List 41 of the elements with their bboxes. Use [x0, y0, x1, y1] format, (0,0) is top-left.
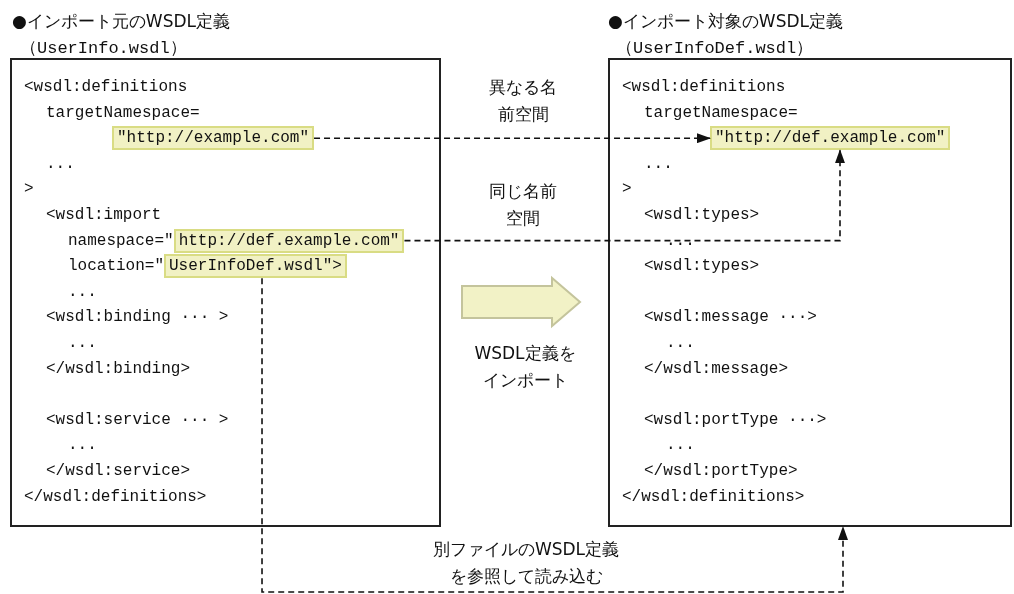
code-text: </wsdl:service>: [46, 462, 191, 480]
code-text: </wsdl:binding>: [46, 359, 191, 378]
highlighted-value: http://def.example.com": [173, 228, 405, 253]
code-text: location=": [68, 257, 164, 276]
code-text: >: [24, 180, 34, 199]
code-text: ...: [666, 436, 695, 455]
code-text: <wsdl:message ···>: [644, 308, 817, 327]
code-text: <wsdl:definitions: [24, 78, 188, 96]
code-text: ...: [46, 154, 75, 173]
code-text: targetNamespace=: [46, 103, 200, 122]
highlighted-value: "http://example.com": [112, 126, 315, 151]
code-text: <wsdl:portType ···>: [644, 410, 827, 429]
code-text: ...: [666, 334, 695, 352]
code-text: <wsdl:import: [46, 206, 162, 224]
code-text: </wsdl:definitions>: [622, 487, 805, 506]
block-arrow: [461, 275, 582, 329]
code-text: ...: [666, 231, 695, 250]
code-text: </wsdl:message>: [644, 359, 789, 378]
dashed-arrow: [313, 133, 711, 144]
highlighted-value: UserInfoDef.wsdl">: [164, 254, 347, 279]
code-text: ...: [68, 334, 97, 352]
code-text: >: [622, 180, 632, 199]
code-text: targetNamespace=: [644, 103, 798, 122]
file-name: （UserInfoDef.wsdl）: [616, 38, 814, 59]
code-text: <wsdl:types>: [644, 257, 760, 276]
section-heading: ●インポート元のWSDL定義: [12, 10, 230, 33]
code-text: <wsdl:service ··· >: [46, 410, 229, 429]
highlighted-value: "http://def.example.com": [710, 126, 951, 151]
code-text: <wsdl:definitions: [622, 78, 786, 96]
code-text: namespace=": [68, 231, 174, 250]
code-text: <wsdl:binding ··· >: [46, 308, 229, 327]
code-text: ...: [68, 436, 97, 455]
code-text: </wsdl:portType>: [644, 462, 798, 480]
section-heading: ●インポート対象のWSDL定義: [608, 10, 843, 33]
code-text: <wsdl:types>: [644, 206, 760, 224]
dashed-arrow: [403, 149, 845, 242]
file-name: （UserInfo.wsdl）: [20, 38, 187, 59]
code-text: ...: [68, 282, 97, 301]
dashed-arrow: [261, 277, 848, 593]
code-text: </wsdl:definitions>: [24, 487, 207, 506]
code-text: ...: [644, 154, 673, 173]
